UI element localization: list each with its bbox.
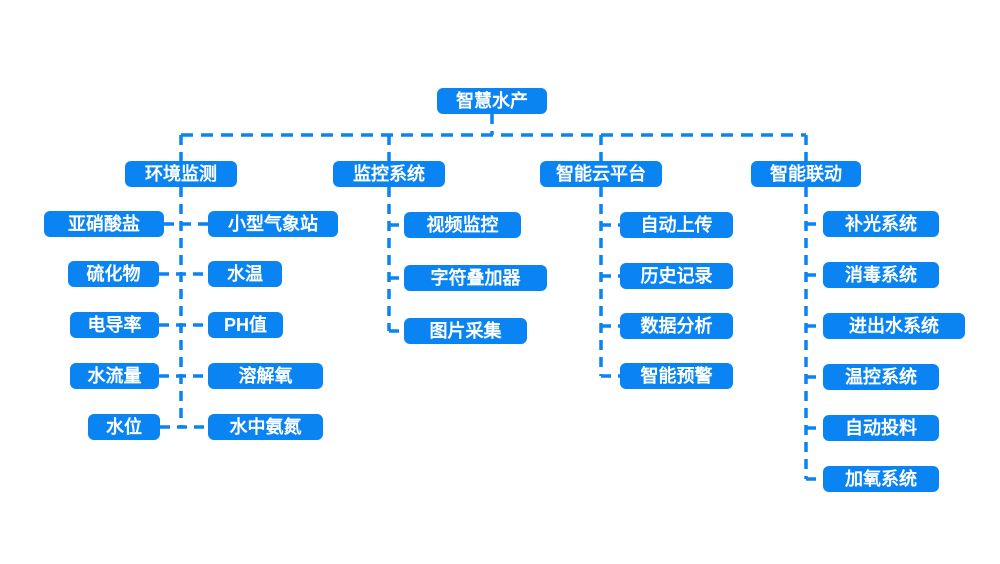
node-video-monitoring: 视频监控	[404, 212, 521, 238]
node-environment-monitoring: 环境监测	[125, 161, 237, 187]
node-oxygenation-system: 加氧系统	[823, 466, 939, 492]
node-water-temperature: 水温	[208, 261, 282, 287]
node-sulfide: 硫化物	[68, 261, 159, 287]
node-data-analysis: 数据分析	[620, 313, 733, 339]
node-temperature-control-system: 温控系统	[823, 364, 939, 390]
node-auto-feeding: 自动投料	[823, 415, 939, 441]
node-nitrite: 亚硝酸盐	[44, 211, 164, 237]
node-water-flow: 水流量	[70, 363, 159, 389]
node-auto-upload: 自动上传	[620, 212, 733, 238]
node-ammonia-nitrogen: 水中氨氮	[208, 414, 323, 440]
node-smart-cloud-platform: 智能云平台	[540, 161, 662, 187]
node-disinfection-system: 消毒系统	[823, 262, 939, 288]
node-character-overlay: 字符叠加器	[404, 265, 547, 291]
node-image-capture: 图片采集	[404, 318, 527, 344]
node-water-inlet-outlet-system: 进出水系统	[823, 313, 965, 339]
node-fill-light-system: 补光系统	[823, 211, 939, 237]
node-history-records: 历史记录	[620, 263, 733, 289]
node-conductivity: 电导率	[70, 312, 159, 338]
node-smart-aquaculture: 智慧水产	[437, 88, 547, 114]
node-smart-linkage: 智能联动	[751, 161, 861, 187]
node-monitoring-system: 监控系统	[333, 161, 445, 187]
node-smart-alert: 智能预警	[620, 363, 733, 389]
node-ph-value: PH值	[208, 312, 283, 338]
node-water-level: 水位	[88, 414, 160, 440]
node-weather-station: 小型气象站	[208, 211, 338, 237]
node-dissolved-oxygen: 溶解氧	[208, 363, 323, 389]
